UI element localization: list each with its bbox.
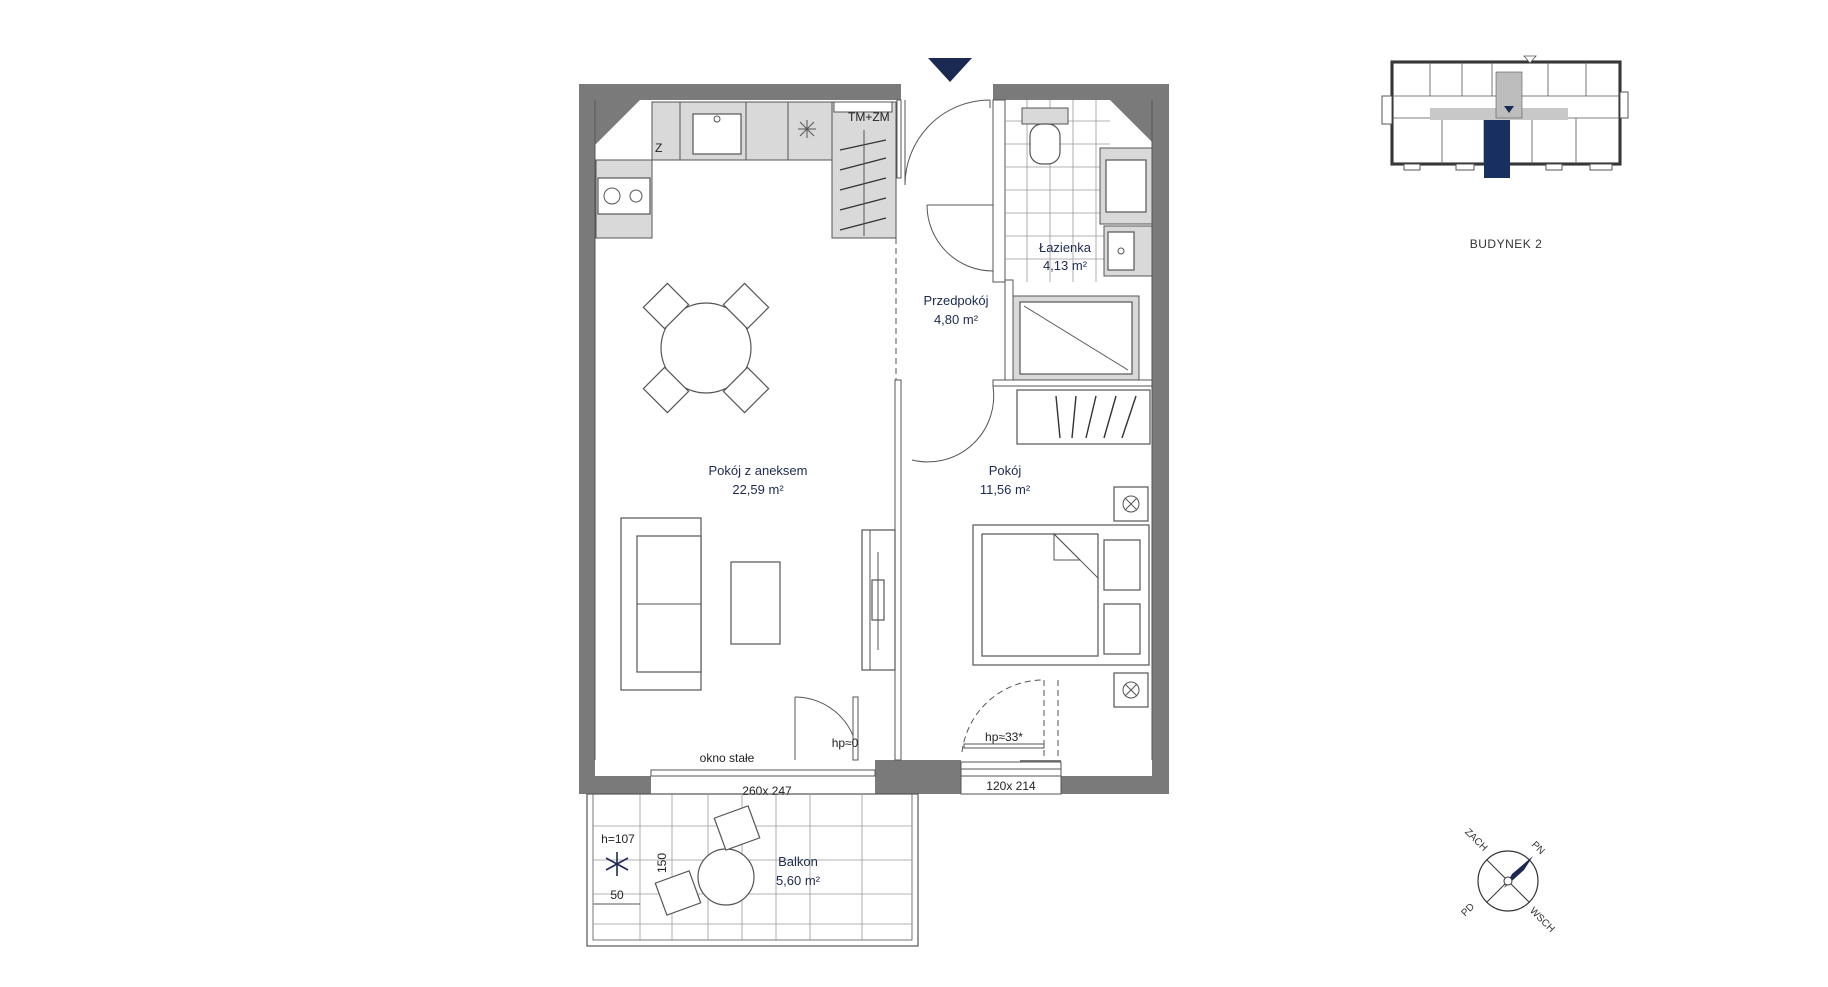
kitchen-unit: Z TM+ZM bbox=[595, 101, 897, 380]
fridge-mark: Z bbox=[655, 141, 662, 155]
bedroom-room-name: Pokój bbox=[989, 463, 1022, 478]
building-key-plan bbox=[1381, 55, 1629, 178]
lamp-icon bbox=[1113, 486, 1149, 522]
entry-door bbox=[904, 99, 991, 186]
washing-machine bbox=[1099, 147, 1153, 225]
lamp-icon bbox=[1113, 672, 1149, 708]
tv-cabinet bbox=[861, 529, 896, 671]
compass-south: PD bbox=[1459, 901, 1477, 919]
balcony-room-area: 5,60 m² bbox=[776, 873, 821, 888]
bath-room-name: Łazienka bbox=[1039, 240, 1092, 255]
bathroom-tiles bbox=[1005, 100, 1110, 282]
balcony-height: h=107 bbox=[601, 832, 635, 846]
living-room-area: 22,59 m² bbox=[732, 482, 784, 497]
fixed-window-label: okno stałe bbox=[700, 751, 755, 765]
living-window bbox=[650, 769, 876, 777]
balcony-room-name: Balkon bbox=[778, 854, 818, 869]
compass-west: ZACH bbox=[1462, 827, 1489, 854]
bedroom-room-area: 11,56 m² bbox=[980, 482, 1031, 497]
wardrobe bbox=[1016, 389, 1151, 445]
washbasin bbox=[1103, 225, 1153, 277]
balcony-dim-50: 50 bbox=[610, 888, 624, 902]
shower bbox=[1012, 295, 1140, 381]
snowflake-icon bbox=[605, 852, 629, 876]
living-balcony-door bbox=[794, 696, 859, 761]
cooktop-star-icon bbox=[798, 120, 816, 138]
exterior-walls bbox=[579, 84, 1169, 794]
hall-room-area: 4,80 m² bbox=[934, 312, 979, 327]
dim-living-window: 260x 247 bbox=[742, 784, 792, 798]
living-room-name: Pokój z aneksem bbox=[709, 463, 808, 478]
sofa bbox=[620, 517, 702, 691]
highlighted-apartment bbox=[1484, 120, 1510, 178]
dining-table bbox=[642, 282, 770, 414]
balcony-table bbox=[654, 805, 761, 916]
compass-east: WSCH bbox=[1527, 906, 1556, 935]
hp-bedroom: hp≈33* bbox=[985, 730, 1023, 744]
hall-room-name: Przedpokój bbox=[923, 293, 988, 308]
hp-living: hp≈0 bbox=[832, 736, 859, 750]
bed bbox=[972, 524, 1150, 666]
kitchen-tm-label: TM+ZM bbox=[848, 110, 890, 124]
entrance-arrow-icon bbox=[928, 58, 972, 82]
compass-north: PN bbox=[1529, 839, 1547, 857]
coffee-table bbox=[730, 561, 781, 645]
compass-icon bbox=[1477, 850, 1539, 912]
dim-bedroom-window: 120x 214 bbox=[986, 779, 1036, 793]
toilet bbox=[1021, 107, 1069, 165]
balcony-dim-150: 150 bbox=[655, 853, 669, 873]
bedroom-balcony-door bbox=[961, 679, 1059, 760]
building-label: BUDYNEK 2 bbox=[1470, 237, 1543, 251]
bath-room-area: 4,13 m² bbox=[1043, 258, 1088, 273]
